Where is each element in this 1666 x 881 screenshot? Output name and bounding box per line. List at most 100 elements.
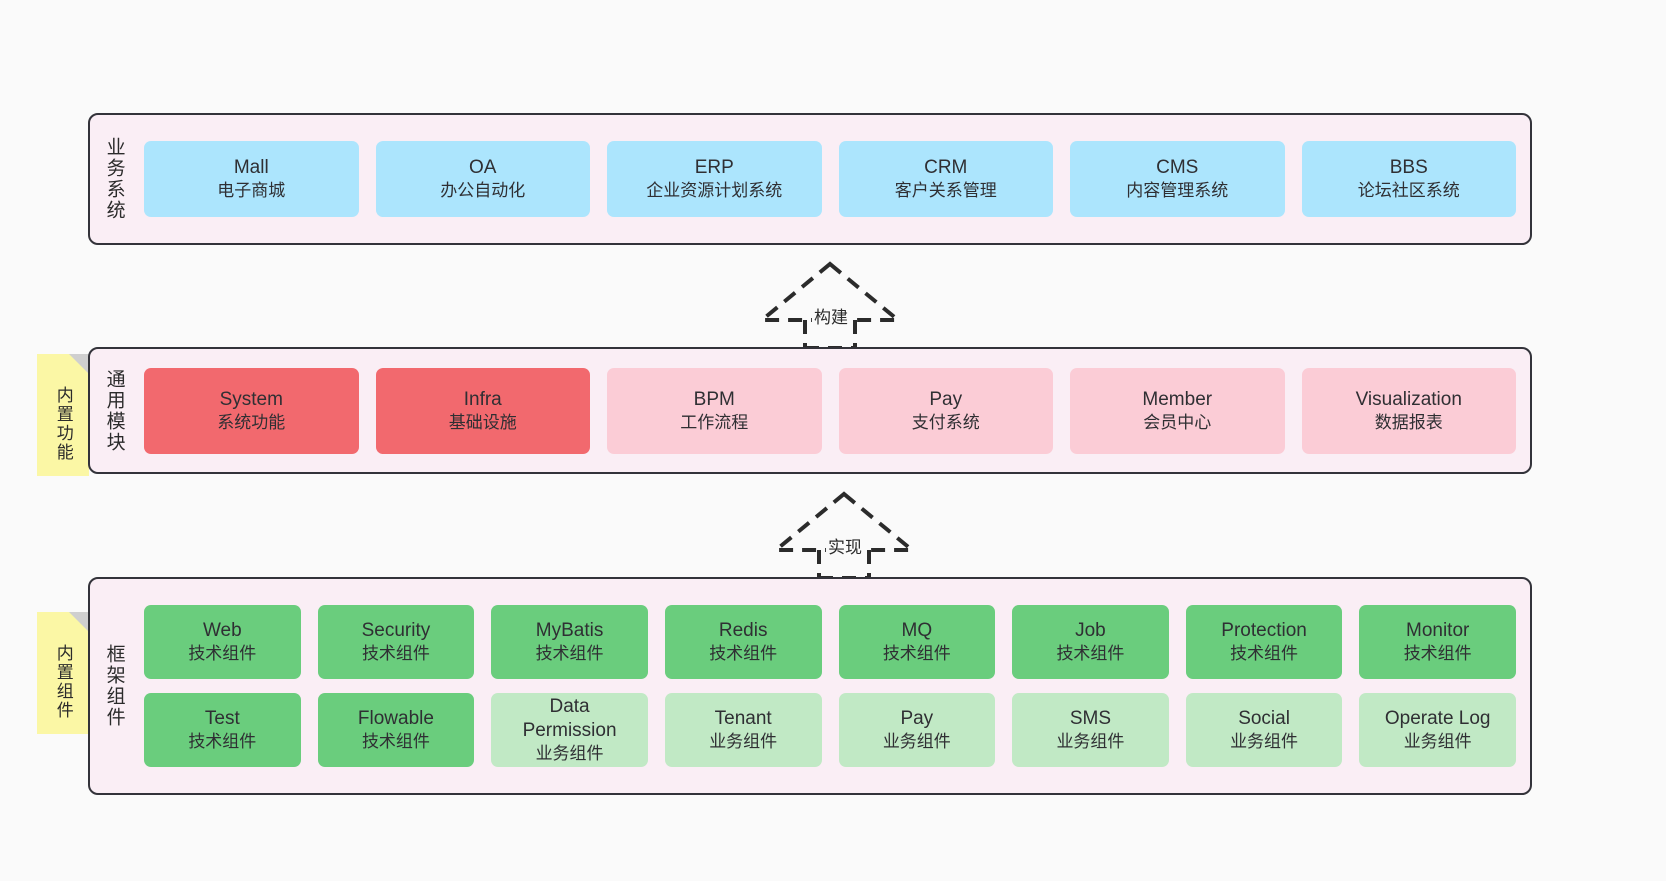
- node-system[interactable]: System 系统功能: [144, 367, 359, 454]
- node-subtitle: 业务组件: [1403, 732, 1472, 752]
- node-mybatis[interactable]: MyBatis 技术组件: [491, 605, 648, 679]
- node-erp[interactable]: ERP 企业资源计划系统: [607, 141, 822, 217]
- note-fold-icon: [69, 354, 89, 374]
- node-subtitle: 支付系统: [911, 412, 980, 432]
- node-title: Web: [202, 620, 242, 642]
- node-subtitle: 技术组件: [361, 732, 430, 752]
- node-title: ERP: [694, 157, 734, 179]
- node-pay-module[interactable]: Pay 支付系统: [838, 367, 1053, 454]
- node-sms[interactable]: SMS 业务组件: [1012, 693, 1169, 767]
- node-subtitle: 工作流程: [680, 412, 749, 432]
- node-row: Web 技术组件 Security 技术组件 MyBatis 技术组件 Redi…: [144, 605, 1516, 679]
- node-title: OA: [469, 157, 497, 179]
- node-job[interactable]: Job 技术组件: [1012, 605, 1169, 679]
- node-title: MQ: [901, 620, 933, 642]
- connector-label-implement: 实现: [826, 533, 864, 558]
- layer-business-systems[interactable]: 业务系统 Mall 电子商城 OA 办公自动化 ERP 企业资源计划系统 CRM…: [88, 113, 1532, 245]
- node-row: Test 技术组件 Flowable 技术组件 Data Permission …: [144, 693, 1516, 767]
- node-subtitle: 系统功能: [217, 412, 286, 432]
- node-oa[interactable]: OA 办公自动化: [375, 141, 590, 217]
- node-subtitle: 业务组件: [1230, 732, 1299, 752]
- node-subtitle: 内容管理系统: [1126, 181, 1229, 201]
- node-subtitle: 会员中心: [1143, 412, 1212, 432]
- node-subtitle: 客户关系管理: [894, 181, 997, 201]
- node-subtitle: 技术组件: [1403, 644, 1472, 664]
- layer-common-modules[interactable]: 通用模块 System 系统功能 Infra 基础设施 BPM 工作流程 Pay…: [88, 347, 1532, 474]
- node-row: Mall 电子商城 OA 办公自动化 ERP 企业资源计划系统 CRM 客户关系…: [144, 141, 1516, 217]
- node-security[interactable]: Security 技术组件: [317, 605, 475, 679]
- note-builtin-components: 内置组件: [37, 612, 89, 734]
- node-title: Operate Log: [1384, 708, 1491, 730]
- node-flowable[interactable]: Flowable 技术组件: [317, 693, 475, 767]
- node-row: System 系统功能 Infra 基础设施 BPM 工作流程 Pay 支付系统…: [144, 367, 1516, 454]
- node-title: Monitor: [1406, 620, 1470, 642]
- node-subtitle: 技术组件: [188, 732, 257, 752]
- layer-title-business: 业务系统: [103, 137, 125, 221]
- node-subtitle: 论坛社区系统: [1357, 181, 1460, 201]
- connector-label-build: 构建: [812, 303, 850, 328]
- note-fold-icon: [69, 612, 89, 632]
- node-title: Security: [361, 620, 431, 642]
- node-bbs[interactable]: BBS 论坛社区系统: [1301, 141, 1516, 217]
- node-subtitle: 技术组件: [1230, 644, 1299, 664]
- node-subtitle: 技术组件: [188, 644, 257, 664]
- node-title: MyBatis: [535, 620, 604, 642]
- node-title: Visualization: [1355, 388, 1462, 410]
- node-cms[interactable]: CMS 内容管理系统: [1070, 141, 1285, 217]
- node-title: SMS: [1069, 708, 1112, 730]
- node-title: Flowable: [357, 708, 434, 730]
- connector-build: 构建: [755, 258, 905, 350]
- node-subtitle: 基础设施: [448, 412, 517, 432]
- node-data-permission[interactable]: Data Permission 业务组件: [491, 693, 648, 767]
- layer-body-modules: System 系统功能 Infra 基础设施 BPM 工作流程 Pay 支付系统…: [138, 349, 1530, 472]
- node-subtitle: 技术组件: [535, 644, 604, 664]
- node-title: CRM: [924, 157, 968, 179]
- node-title: CMS: [1156, 157, 1199, 179]
- node-crm[interactable]: CRM 客户关系管理: [838, 141, 1053, 217]
- node-protection[interactable]: Protection 技术组件: [1185, 605, 1343, 679]
- node-title: Data Permission: [522, 696, 617, 742]
- layer-title-framework: 框架组件: [103, 644, 125, 728]
- node-tenant[interactable]: Tenant 业务组件: [664, 693, 822, 767]
- node-pay-component[interactable]: Pay 业务组件: [838, 693, 996, 767]
- node-social[interactable]: Social 业务组件: [1185, 693, 1343, 767]
- node-redis[interactable]: Redis 技术组件: [664, 605, 822, 679]
- node-web[interactable]: Web 技术组件: [144, 605, 301, 679]
- node-title: Pay: [929, 388, 963, 410]
- node-title: Protection: [1221, 620, 1307, 642]
- node-subtitle: 业务组件: [882, 732, 951, 752]
- node-test[interactable]: Test 技术组件: [144, 693, 301, 767]
- node-title: Pay: [900, 708, 934, 730]
- node-visualization[interactable]: Visualization 数据报表: [1301, 367, 1516, 454]
- node-subtitle: 办公自动化: [440, 181, 526, 201]
- node-subtitle: 技术组件: [1056, 644, 1125, 664]
- node-title: Social: [1238, 708, 1290, 730]
- node-bpm[interactable]: BPM 工作流程: [607, 367, 822, 454]
- note-text: 内置组件: [53, 644, 73, 720]
- node-infra[interactable]: Infra 基础设施: [375, 367, 590, 454]
- layer-body-framework: Web 技术组件 Security 技术组件 MyBatis 技术组件 Redi…: [138, 579, 1530, 793]
- node-mall[interactable]: Mall 电子商城: [144, 141, 359, 217]
- connector-implement: 实现: [769, 488, 919, 580]
- node-mq[interactable]: MQ 技术组件: [838, 605, 996, 679]
- node-title: Infra: [463, 388, 502, 410]
- node-subtitle: 电子商城: [217, 181, 286, 201]
- node-title: Job: [1075, 620, 1106, 642]
- layer-body-business: Mall 电子商城 OA 办公自动化 ERP 企业资源计划系统 CRM 客户关系…: [138, 115, 1530, 243]
- node-subtitle: 业务组件: [709, 732, 778, 752]
- node-title: Mall: [233, 157, 269, 179]
- node-operate-log[interactable]: Operate Log 业务组件: [1359, 693, 1516, 767]
- node-title: Member: [1142, 388, 1213, 410]
- node-member[interactable]: Member 会员中心: [1070, 367, 1285, 454]
- node-subtitle: 业务组件: [1056, 732, 1125, 752]
- node-subtitle: 业务组件: [535, 744, 604, 764]
- node-subtitle: 技术组件: [882, 644, 951, 664]
- layer-framework-components[interactable]: 框架组件 Web 技术组件 Security 技术组件 MyBatis 技术组件…: [88, 577, 1532, 795]
- node-title: System: [219, 388, 283, 410]
- node-title: Redis: [718, 620, 768, 642]
- node-monitor[interactable]: Monitor 技术组件: [1359, 605, 1516, 679]
- node-subtitle: 技术组件: [361, 644, 430, 664]
- layer-title-modules: 通用模块: [103, 368, 125, 453]
- node-title: Test: [204, 708, 240, 730]
